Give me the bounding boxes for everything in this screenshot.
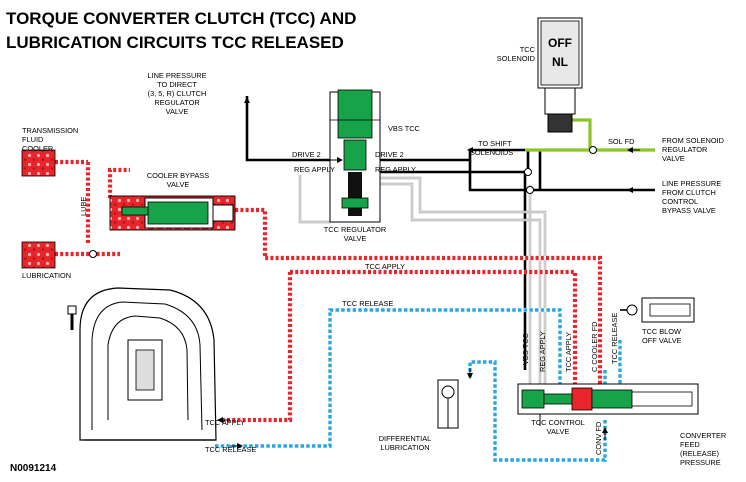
- label-v-c-cooler-fd: C COOLER FD: [590, 321, 599, 372]
- junction-dot: [589, 146, 597, 154]
- label-line-pressure-3: (3, 5, R) CLUTCH: [148, 89, 207, 98]
- label-line-from-clutch-1: LINE PRESSURE: [662, 179, 721, 188]
- label-v-conv-fd: CONV FD: [594, 422, 603, 455]
- differential-lubrication: [437, 379, 459, 429]
- torque-converter: [67, 287, 217, 441]
- junction-dot: [524, 168, 532, 176]
- label-tcc-reg-valve-2: VALVE: [344, 234, 367, 243]
- transmission-fluid-cooler: [21, 149, 56, 177]
- tcc-apply-circuits: [55, 159, 603, 423]
- label-from-sol-reg-1: FROM SOLENOID: [662, 136, 724, 145]
- label-lube: LUBE: [79, 197, 88, 216]
- label-reg-apply-right: REG APPLY: [375, 165, 416, 174]
- label-line-from-clutch-3: CONTROL: [662, 197, 698, 206]
- lubrication-reservoir: [21, 241, 56, 269]
- label-tcc-release-mid: TCC RELEASE: [342, 299, 393, 308]
- label-drive2-left: DRIVE 2: [292, 150, 321, 159]
- label-v-reg-apply: REG APPLY: [538, 331, 547, 372]
- label-to-shift-1: TO SHIFT: [478, 139, 512, 148]
- label-converter-feed-1: CONVERTER: [680, 431, 726, 440]
- label-cooler-bypass-2: VALVE: [167, 180, 190, 189]
- label-to-shift-2: SOLENOIDS: [470, 148, 513, 157]
- flow-arrows: [217, 97, 640, 449]
- label-line-pressure-1: LINE PRESSURE: [147, 71, 206, 80]
- label-from-sol-reg-3: VALVE: [662, 154, 685, 163]
- label-tcc-control-2: VALVE: [547, 427, 570, 436]
- solenoid-state-nl: NL: [552, 55, 568, 69]
- tcc-blow-off-valve: [620, 297, 695, 323]
- label-differential-2: LUBRICATION: [380, 443, 429, 452]
- label-line-from-clutch-4: BYPASS VALVE: [662, 206, 716, 215]
- label-v-tcc-apply: TCC APPLY: [564, 332, 573, 372]
- cooler-bypass-valve: [109, 195, 236, 231]
- label-drive2-right: DRIVE 2: [375, 150, 404, 159]
- label-solenoid-2: SOLENOID: [497, 54, 535, 63]
- label-line-from-clutch-2: FROM CLUTCH: [662, 188, 716, 197]
- tcc-control-valve: [517, 383, 699, 426]
- label-differential-1: DIFFERENTIAL: [379, 434, 432, 443]
- label-sol-fd: SOL FD: [608, 137, 634, 146]
- solenoid-state-off: OFF: [548, 36, 572, 50]
- title-line-2: LUBRICATION CIRCUITS TCC RELEASED: [6, 33, 344, 52]
- label-converter-feed-2: FEED: [680, 440, 700, 449]
- label-from-sol-reg-2: REGULATOR: [662, 145, 707, 154]
- label-line-pressure-4: REGULATOR: [154, 98, 199, 107]
- diagram-labels: LINE PRESSURE TO DIRECT (3, 5, R) CLUTCH…: [10, 45, 726, 474]
- label-blowoff-2: OFF VALVE: [642, 336, 682, 345]
- figure-id: N0091214: [10, 463, 57, 474]
- label-vbs-tcc: VBS TCC: [388, 124, 421, 133]
- label-tcc-reg-valve-1: TCC REGULATOR: [324, 225, 387, 234]
- title-line-1: TORQUE CONVERTER CLUTCH (TCC) AND: [6, 9, 356, 28]
- label-line-pressure-5: VALVE: [166, 107, 189, 116]
- label-converter-feed-3: (RELEASE): [680, 449, 719, 458]
- label-v-vbs-tcc: VBS TCC: [521, 332, 530, 365]
- label-tcc-release-bottom: TCC RELEASE: [205, 445, 256, 454]
- label-solenoid-1: TCC: [520, 45, 536, 54]
- label-tcc-control-1: TCC CONTROL: [531, 418, 584, 427]
- regulated-apply-circuits: [298, 175, 547, 385]
- label-trans-cooler-3: COOLER: [22, 144, 53, 153]
- tcc-regulator-valve: [329, 89, 381, 223]
- label-trans-cooler-2: FLUID: [22, 135, 43, 144]
- label-reg-apply-left: REG APPLY: [294, 165, 335, 174]
- label-tcc-apply-mid: TCC APPLY: [365, 262, 405, 271]
- label-tcc-apply-bottom: TCC APPLY: [205, 418, 245, 427]
- label-converter-feed-4: PRESSURE: [680, 458, 721, 467]
- label-line-pressure-2: TO DIRECT: [157, 80, 197, 89]
- tcc-solenoid: [537, 17, 583, 133]
- label-trans-cooler-1: TRANSMISSION: [22, 126, 78, 135]
- tcc-release-circuits: [215, 307, 623, 463]
- junction-dot: [526, 186, 534, 194]
- lube-orifice: [89, 250, 97, 258]
- solenoid-feed-circuit: [525, 118, 655, 152]
- label-blowoff-1: TCC BLOW: [642, 327, 681, 336]
- label-v-tcc-release: TCC RELEASE: [610, 313, 619, 364]
- label-lubrication: LUBRICATION: [22, 271, 71, 280]
- label-cooler-bypass-1: COOLER BYPASS: [147, 171, 209, 180]
